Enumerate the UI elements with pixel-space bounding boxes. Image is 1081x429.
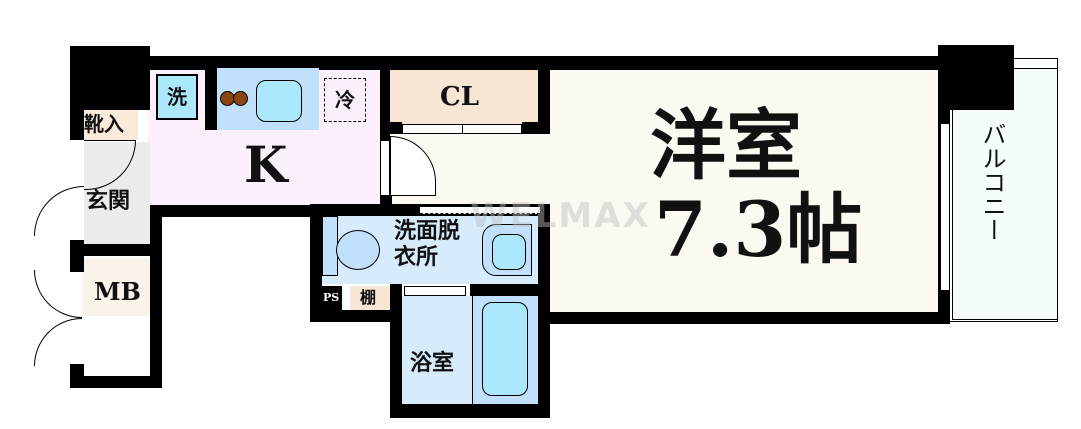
- shoe-storage-label: 靴入: [84, 112, 124, 136]
- toilet-bowl: [336, 230, 380, 270]
- entrance-door-swing[interactable]: [34, 186, 84, 236]
- western-room-size: 7.3帖: [654, 185, 863, 274]
- wall-bath-top-right: [470, 284, 550, 296]
- kitchen-window[interactable]: [380, 140, 390, 196]
- closet-door-divider: [462, 124, 463, 134]
- refrigerator-label: 冷: [335, 88, 355, 112]
- mb-door-lower-swing[interactable]: [34, 318, 82, 366]
- watermark: WELMAX: [470, 196, 651, 236]
- wall-closet-bottom-right: [522, 122, 550, 134]
- pipe-space-label: PS: [323, 291, 340, 304]
- wall-mb-bottom: [70, 376, 162, 388]
- wall-entrance-mb-divider: [70, 244, 162, 256]
- western-room-label: 洋室: [650, 101, 802, 190]
- balcony-label: バルコニー: [978, 122, 1006, 242]
- shelf-area: [350, 286, 390, 310]
- mb-floor: [82, 258, 152, 316]
- closet-label: CL: [440, 82, 479, 112]
- kitchen-sink: [256, 80, 302, 122]
- wall-closet-bottom-left: [380, 122, 402, 134]
- wall-ps-bottom: [310, 310, 402, 322]
- wall-bath-left: [390, 284, 402, 418]
- wall-kitchen-counter-left: [205, 68, 217, 130]
- shelf-label: 棚: [360, 288, 377, 307]
- wall-kitchen-bottom: [150, 205, 310, 217]
- wall-closet-right: [538, 68, 550, 134]
- washroom-label-line2: 衣所: [394, 244, 439, 270]
- washing-machine-label: 洗: [167, 85, 187, 109]
- washbasin-bowl: [492, 234, 526, 270]
- western-room-floor: [548, 70, 938, 314]
- wall-mb-right: [150, 208, 162, 388]
- bathroom-door[interactable]: [404, 286, 466, 296]
- entrance-label: 玄関: [86, 188, 131, 214]
- wall-left-outer: [70, 110, 84, 140]
- washing-machine: 洗: [156, 74, 198, 120]
- wall-washroom-left: [310, 204, 322, 322]
- kitchen-label: K: [244, 135, 288, 194]
- bathtub-basin: [482, 302, 528, 396]
- wall-washroom-right: [538, 204, 550, 418]
- refrigerator-space: 冷: [324, 78, 366, 122]
- mb-door-upper-swing[interactable]: [34, 270, 82, 318]
- bathroom-label: 浴室: [410, 350, 455, 376]
- shoe-storage-floor: [82, 110, 138, 140]
- wall-bath-bottom: [390, 404, 550, 418]
- washroom-sliding-door[interactable]: [420, 206, 540, 214]
- wall-kitchen-right: [380, 68, 390, 140]
- wall-top-main: [148, 56, 948, 70]
- washroom-label-line1: 洗面脱: [394, 218, 461, 244]
- balcony-window[interactable]: [940, 124, 950, 290]
- meter-box-label: MB: [94, 277, 141, 306]
- pipe-space: [322, 286, 342, 310]
- stove-burner-2: [233, 91, 248, 106]
- wall-top-right-block: [938, 45, 1014, 110]
- wall-bottom-western: [538, 312, 950, 324]
- wall-top-left-block: [70, 46, 150, 110]
- closet-floor: [390, 68, 540, 124]
